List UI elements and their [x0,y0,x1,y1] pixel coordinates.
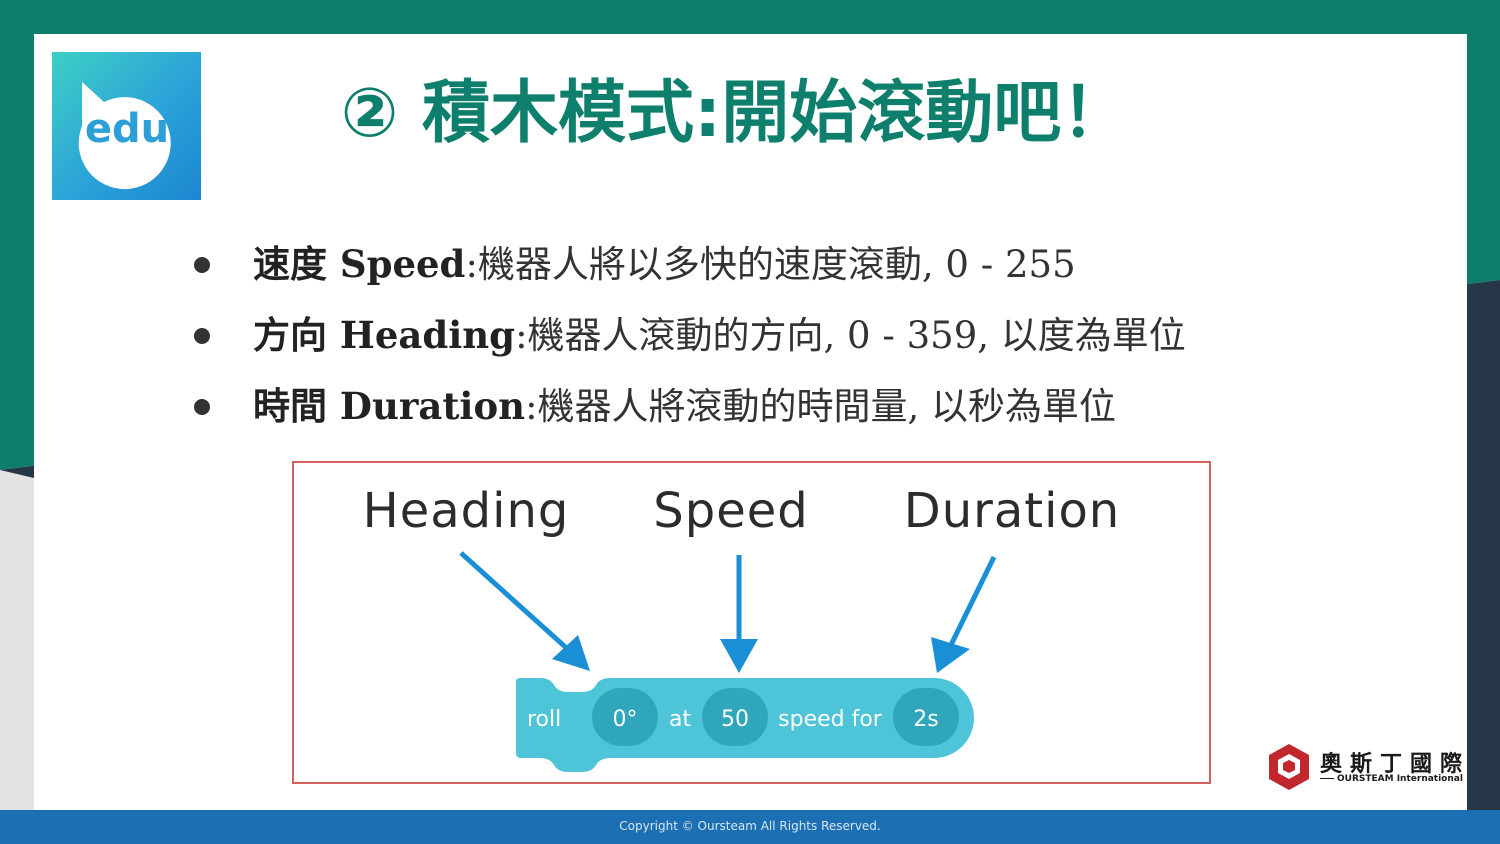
heading-value: 0° [613,707,638,732]
roll-block-diagram-svg: Heading Speed Duration roll 0° at 50 spe… [363,483,1120,772]
duration-arrow-icon [931,555,997,673]
bullet-desc: :機器人將滾動的時間量, 以秒為單位 [525,385,1117,428]
bullet-desc: :機器人滾動的方向, 0 - 359, 以度為單位 [515,314,1186,357]
heading-label: Heading [363,483,570,539]
duration-value-pill [893,688,959,746]
at-label: at [669,707,691,732]
heading-value-pill [592,688,658,746]
footer-copyright: Copyright © Oursteam All Rights Reserved… [619,819,881,833]
speed-label: Speed [653,483,808,539]
oursteam-cube-icon [1269,744,1309,790]
heading-arrow-icon [459,551,590,671]
page-title: ② 積木模式:開始滾動吧！ [340,74,1130,153]
bullet-text: 時間 Duration:機器人將滾動的時間量, 以秒為單位 [253,378,1116,435]
roll-command-label: roll [527,707,561,732]
list-item: 速度 Speed:機器人將以多快的速度滾動, 0 - 255 [190,236,1290,307]
bullet-dot [194,257,210,273]
bullet-dot [194,328,210,344]
roll-block-diagram: Heading Speed Duration roll 0° at 50 spe… [292,461,1211,784]
oursteam-brand: 奧斯丁國際 OURSTEAM International [1266,742,1466,794]
speed-value-pill [702,688,768,746]
bullet-text: 速度 Speed:機器人將以多快的速度滾動, 0 - 255 [253,236,1076,293]
brand-sub-line [1320,778,1334,779]
brand-name: 奧斯丁國際 [1320,752,1471,777]
bullet-list: 速度 Speed:機器人將以多快的速度滾動, 0 - 255 方向 Headin… [190,236,1290,449]
bullet-text: 方向 Heading:機器人滾動的方向, 0 - 359, 以度為單位 [253,307,1186,364]
speed-value: 50 [721,707,749,732]
list-item: 方向 Heading:機器人滾動的方向, 0 - 359, 以度為單位 [190,307,1290,378]
speed-arrow-icon [720,555,758,673]
edu-logo-icon: edu [78,82,171,190]
edu-logo-text: edu [85,106,169,152]
footer-bar: Copyright © Oursteam All Rights Reserved… [0,810,1500,844]
brand-subtitle-text: OURSTEAM International [1337,774,1463,784]
duration-value: 2s [913,707,938,732]
speed-for-label: speed for [778,707,883,732]
bullet-dot [194,399,210,415]
list-item: 時間 Duration:機器人將滾動的時間量, 以秒為單位 [190,378,1290,449]
duration-label: Duration [904,483,1120,539]
bullet-term: 時間 Duration [253,384,526,428]
bullet-desc: :機器人將以多快的速度滾動, 0 - 255 [465,243,1076,286]
bullet-term: 速度 Speed [253,242,466,286]
brand-subtitle: OURSTEAM International [1320,774,1463,784]
bullet-term: 方向 Heading [253,313,516,357]
edu-logo: edu [52,52,201,200]
